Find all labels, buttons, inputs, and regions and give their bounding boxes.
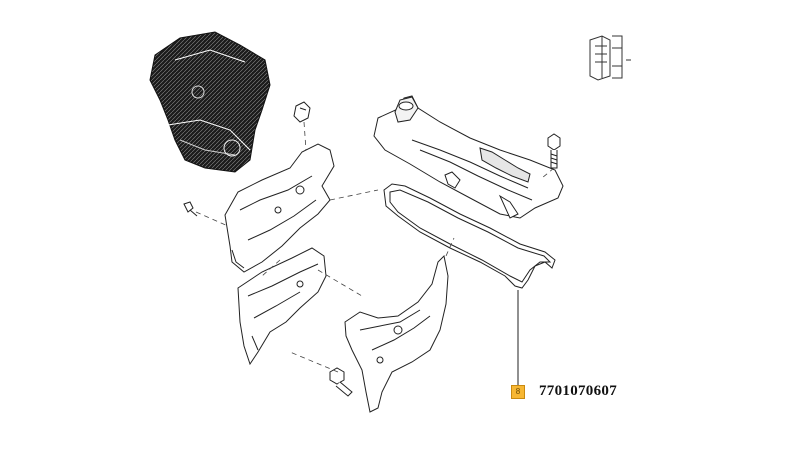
clip-top <box>293 101 311 123</box>
lower-timing-cover <box>344 254 449 413</box>
bolt-top <box>547 133 561 169</box>
bolt-bottom <box>329 367 353 397</box>
fastener-info-icon <box>589 35 631 81</box>
rocker-cover <box>373 95 564 219</box>
part-callout[interactable]: 8 7701070607 <box>511 383 617 400</box>
screw-left <box>183 201 198 217</box>
part-number-label[interactable]: 7701070607 <box>539 383 617 399</box>
assembly-lines <box>195 121 555 373</box>
rocker-cover-gasket <box>383 183 556 289</box>
upper-timing-cover <box>224 143 335 273</box>
middle-timing-cover <box>237 247 327 366</box>
reference-marker[interactable]: 8 <box>511 384 525 399</box>
engine-icon <box>149 31 271 173</box>
